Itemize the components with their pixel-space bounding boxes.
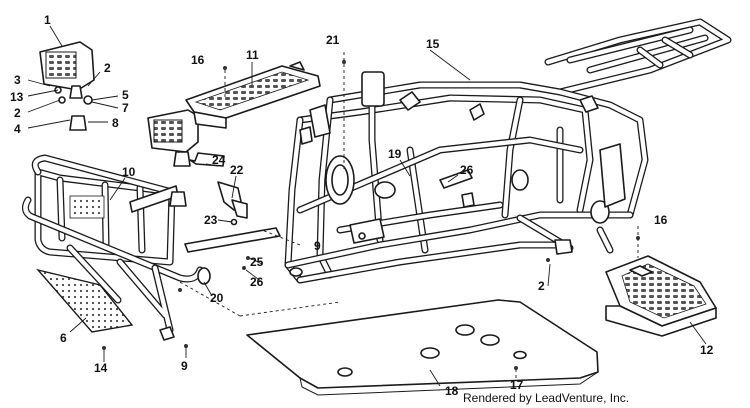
callout-8: 8 xyxy=(112,116,119,130)
callout-13: 13 xyxy=(10,90,24,104)
callout-22: 22 xyxy=(230,163,244,177)
callout-17: 17 xyxy=(510,378,524,392)
callout-21: 21 xyxy=(326,33,340,47)
headlight-upper xyxy=(39,41,95,99)
callout-labels: 1 2 3 13 2 7 5 4 8 16 11 21 15 10 24 22 … xyxy=(10,13,714,398)
callout-15: 15 xyxy=(426,37,440,51)
callout-2: 2 xyxy=(104,61,111,75)
callout-16-lower: 16 xyxy=(654,213,668,227)
callout-26-upper: 26 xyxy=(460,163,474,177)
splash-guard xyxy=(36,268,134,333)
callout-18: 18 xyxy=(445,384,459,398)
credit-text: Rendered by LeadVenture, Inc. xyxy=(463,391,629,405)
callout-23: 23 xyxy=(204,213,218,227)
leader-lines xyxy=(27,25,707,387)
callout-7: 7 xyxy=(122,101,129,115)
callout-24: 24 xyxy=(212,153,226,167)
callout-4: 4 xyxy=(14,122,21,136)
footrest-left xyxy=(185,61,321,129)
callout-5: 5 xyxy=(122,88,129,102)
callout-6: 6 xyxy=(60,331,67,345)
callout-10: 10 xyxy=(122,165,136,179)
callout-9-bumper: 9 xyxy=(181,359,188,373)
headlight-lower xyxy=(147,109,199,153)
callout-2-frame: 2 xyxy=(538,279,545,293)
front-bumper xyxy=(21,154,211,341)
callout-2b: 2 xyxy=(14,106,21,120)
callout-11: 11 xyxy=(246,48,259,62)
main-frame xyxy=(284,18,732,284)
footrest-right xyxy=(605,255,717,337)
callout-26-lower: 26 xyxy=(250,275,264,289)
skid-plate xyxy=(246,299,599,396)
callout-14: 14 xyxy=(94,361,108,375)
callout-9-frame: 9 xyxy=(314,239,321,253)
callout-12: 12 xyxy=(700,343,714,357)
callout-3: 3 xyxy=(14,73,21,87)
callout-25: 25 xyxy=(250,255,264,269)
callout-19: 19 xyxy=(388,147,402,161)
mount-brackets xyxy=(184,181,281,253)
callout-1: 1 xyxy=(44,13,51,27)
callout-16-upper: 16 xyxy=(191,53,205,67)
callout-20: 20 xyxy=(210,291,224,305)
